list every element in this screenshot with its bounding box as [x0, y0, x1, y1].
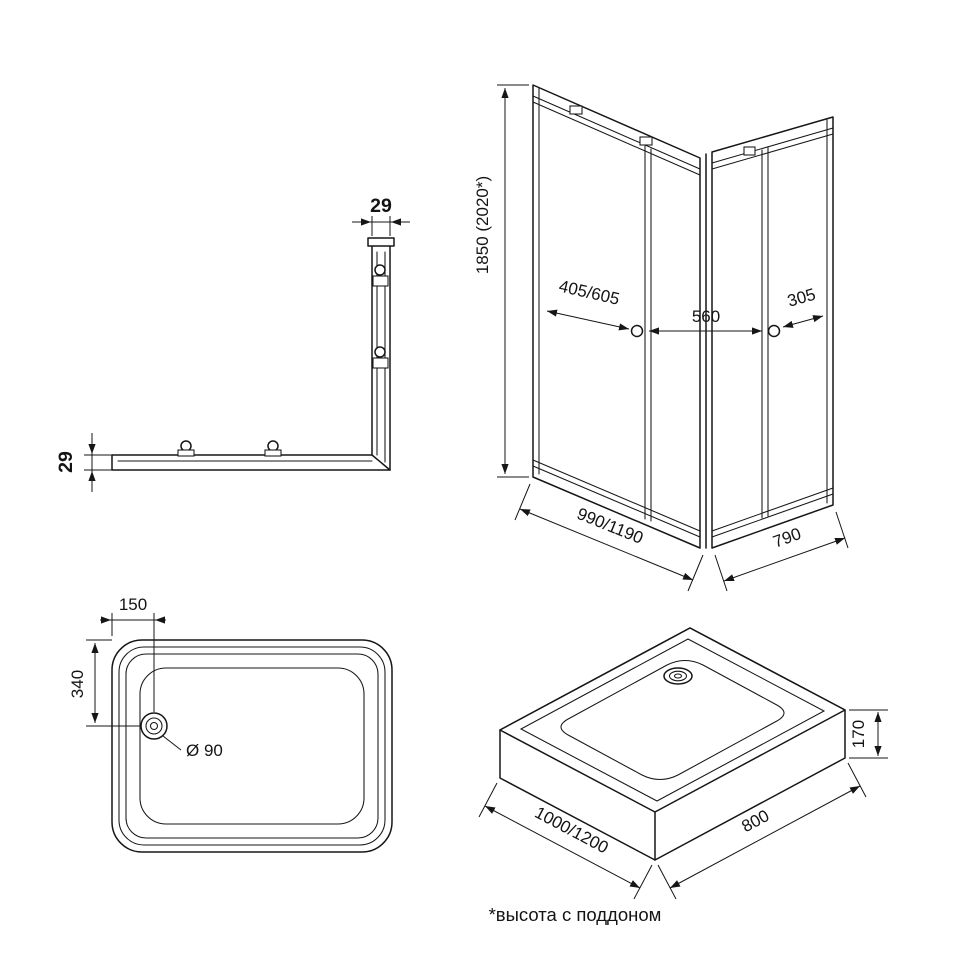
profile-vertical — [367, 237, 395, 471]
dim-enclosure-height-label: 1850 (2020*) — [473, 176, 492, 274]
dim-tray-height-label: 170 — [849, 720, 868, 748]
dim-profile-depth-label: 29 — [55, 451, 77, 473]
drain-symbol — [140, 712, 168, 740]
dim-profile-width: 29 — [352, 195, 410, 236]
dim-tray-height: 170 — [849, 709, 888, 759]
dim-drain-offset-x-label: 150 — [119, 595, 147, 614]
drain-diameter-label: Ø 90 — [186, 741, 223, 760]
dim-entry-width-label: 560 — [692, 307, 720, 326]
dim-enclosure-height: 1850 (2020*) — [473, 84, 529, 478]
enclosure-panel-side — [711, 116, 834, 549]
door-handle-dot — [630, 324, 644, 338]
dim-drain-offset-y: 340 — [68, 639, 141, 727]
door-handle-dot — [767, 324, 781, 338]
dim-base-side-label: 790 — [771, 524, 804, 552]
roller-carriage — [743, 146, 756, 156]
view-enclosure-iso: 1850 (2020*) 405/605 560 305 990/1190 79… — [473, 84, 849, 592]
tray-outline — [111, 639, 393, 853]
footnote: *высота с поддоном — [489, 904, 662, 925]
roller-detail — [374, 264, 386, 276]
view-tray-plan: Ø 90 150 340 — [68, 595, 393, 853]
view-profile-plan: 29 29 — [55, 195, 410, 492]
dim-drain-offset-y-label: 340 — [68, 670, 87, 698]
profile-horizontal — [111, 440, 391, 471]
dim-base-side: 790 — [714, 511, 849, 592]
dim-profile-depth: 29 — [55, 433, 112, 492]
enclosure-panel-front — [532, 84, 701, 549]
view-tray-iso: 1000/1200 800 170 — [478, 627, 888, 900]
drain-symbol-iso — [663, 667, 693, 685]
dim-profile-width-label: 29 — [370, 195, 392, 217]
dim-drain-offset-x: 150 — [100, 595, 166, 712]
roller-carriage — [639, 136, 653, 146]
roller-carriage — [569, 105, 583, 115]
dim-entry-width: 560 — [649, 307, 762, 335]
roller-detail — [374, 346, 386, 358]
profile-top-cap — [367, 237, 395, 247]
label-drain-diameter: Ø 90 — [162, 735, 223, 760]
